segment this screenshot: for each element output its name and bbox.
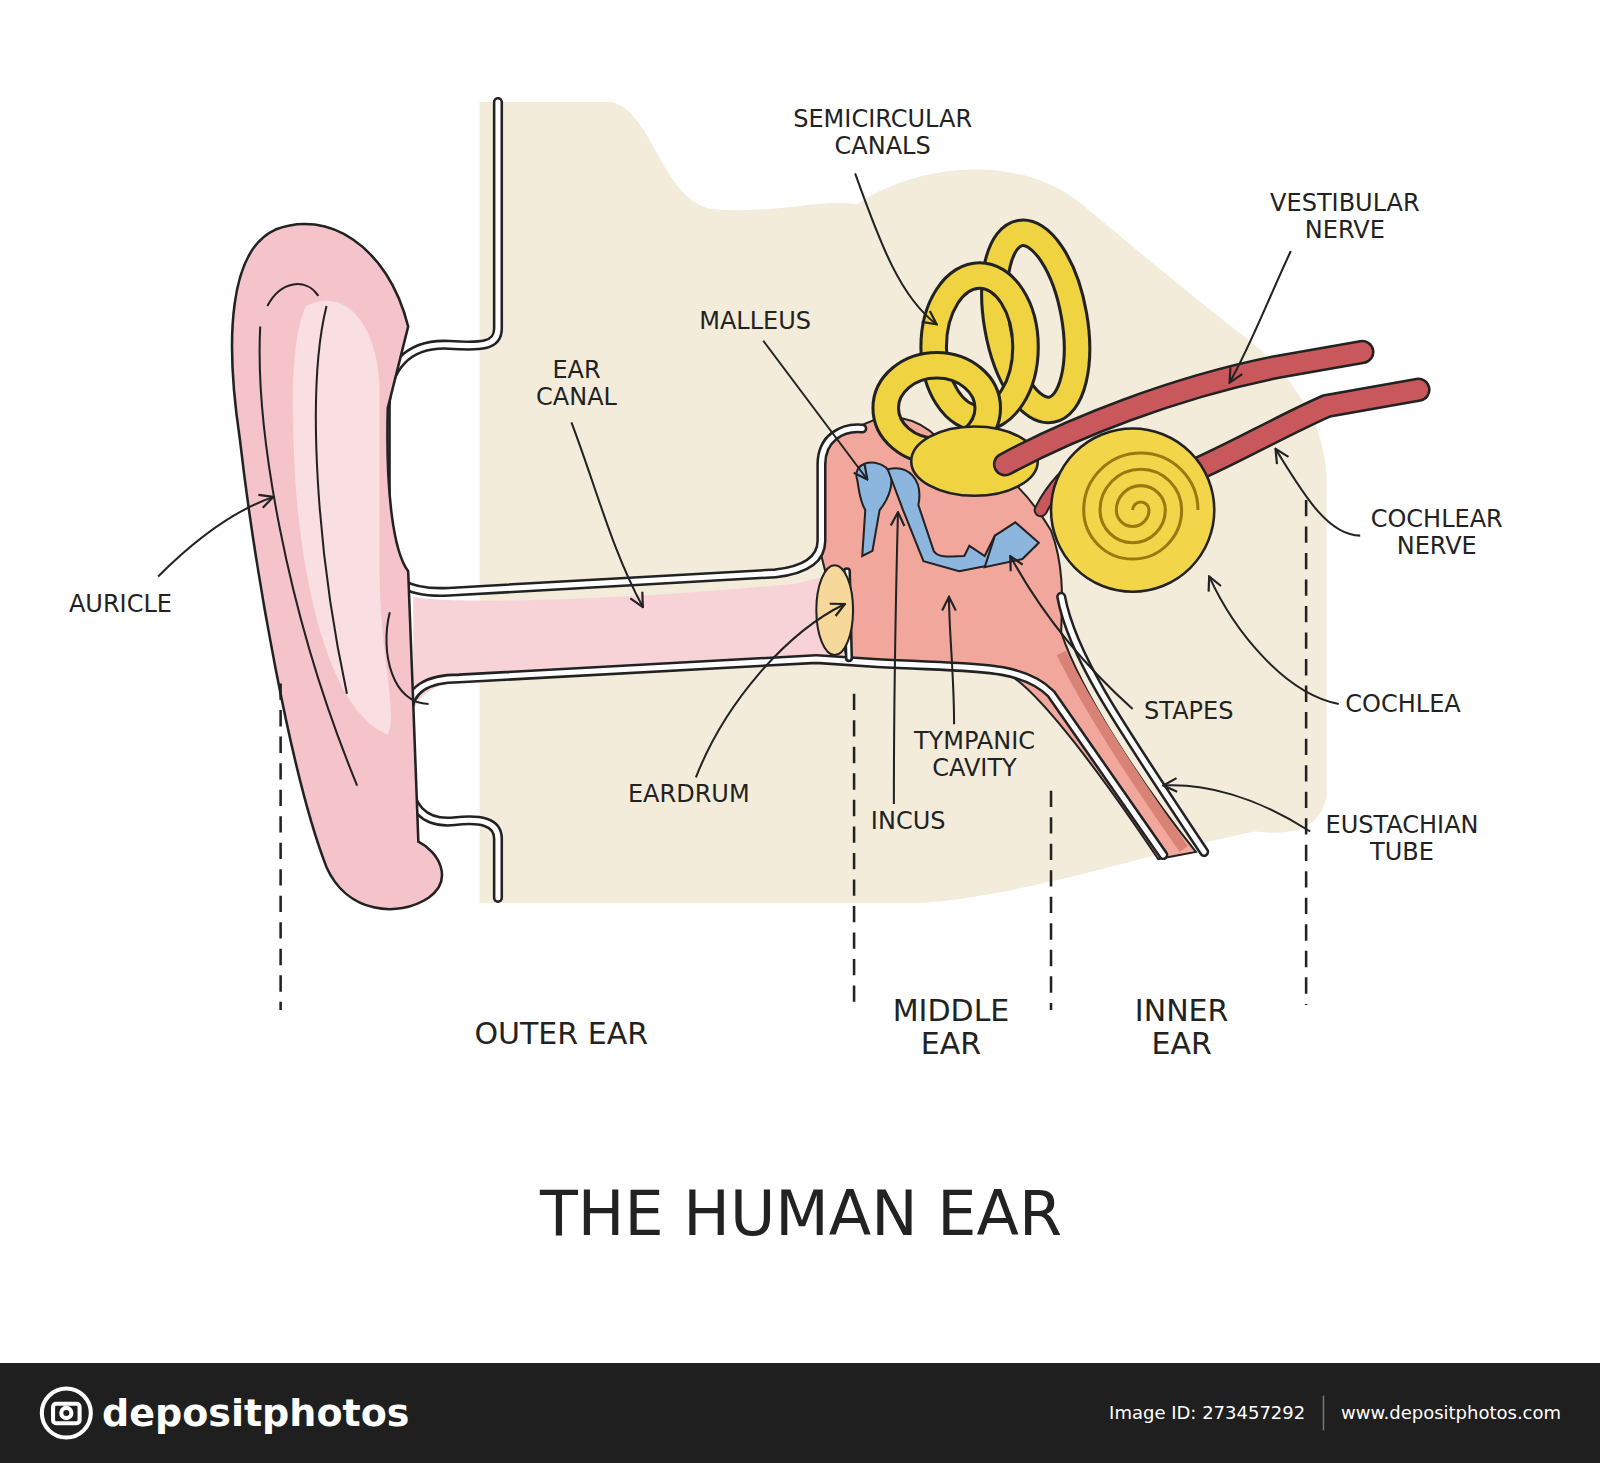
part-label: VESTIBULAR NERVE <box>1270 190 1420 244</box>
section-label: OUTER EAR <box>474 1017 648 1051</box>
diagram-title: THE HUMAN EAR <box>540 1180 1062 1249</box>
section-label: MIDDLE EAR <box>893 994 1010 1061</box>
part-label: TYMPANIC CAVITY <box>914 728 1035 782</box>
auricle <box>232 224 442 909</box>
part-label: STAPES <box>1144 698 1233 725</box>
part-label: COCHLEA <box>1345 691 1460 718</box>
part-label: EAR CANAL <box>536 357 617 411</box>
cochlea <box>1051 428 1214 591</box>
part-label: MALLEUS <box>699 308 811 335</box>
watermark: depositphotos <box>102 1392 409 1435</box>
part-label: COCHLEAR NERVE <box>1371 506 1503 560</box>
watermark-separator <box>1323 1396 1325 1431</box>
section-label: INNER EAR <box>1135 994 1229 1061</box>
watermark-bar <box>0 1363 1600 1463</box>
eustachian-tube <box>1061 653 1183 849</box>
leader-lines <box>158 173 1360 831</box>
head-ground <box>480 102 1327 903</box>
auricle-inner <box>293 301 391 735</box>
cochlea-spiral <box>1084 453 1198 559</box>
part-label: AURICLE <box>69 591 172 618</box>
part-label: EUSTACHIAN TUBE <box>1326 812 1479 866</box>
watermark: www.depositphotos.com <box>1341 1403 1561 1423</box>
watermark-logo <box>42 1389 91 1438</box>
malleus <box>856 462 891 556</box>
semicircular-canals <box>886 226 1090 451</box>
region-dividers <box>281 500 1307 1010</box>
part-label: SEMICIRCULAR CANALS <box>793 106 972 160</box>
part-label: EARDRUM <box>628 780 750 807</box>
auricle-folds <box>260 284 429 785</box>
part-label: INCUS <box>871 808 946 835</box>
watermark: Image ID: 273457292 <box>1109 1403 1305 1423</box>
